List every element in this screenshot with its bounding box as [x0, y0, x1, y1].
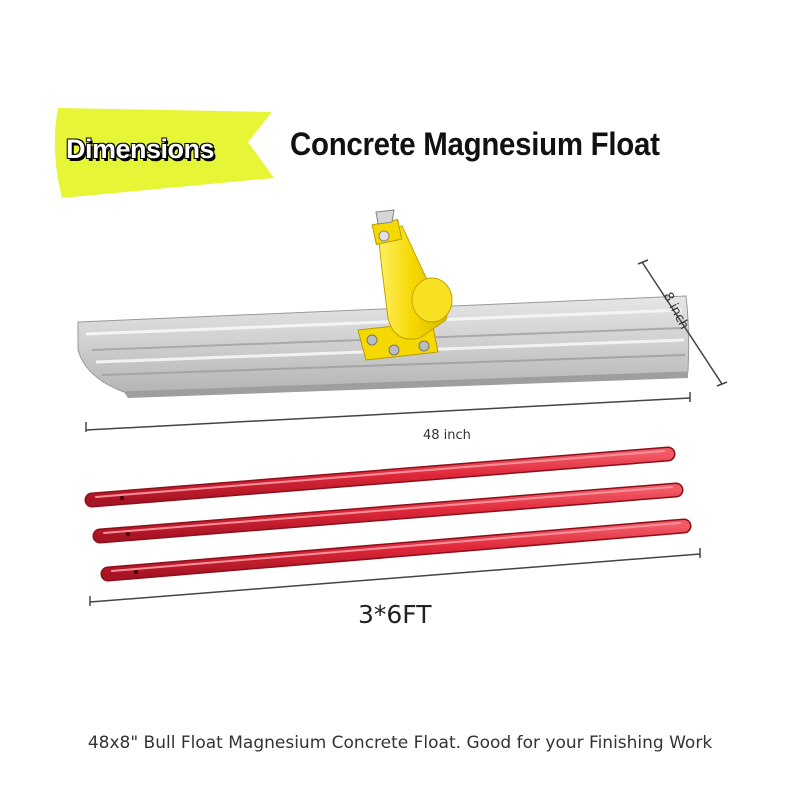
handle-pole [100, 518, 692, 582]
handle-pole [92, 482, 684, 544]
badge-banner [54, 108, 274, 198]
dimensions-badge-label: Dimensions [65, 133, 215, 165]
float-bracket [357, 209, 453, 361]
handle-dimension-line [89, 548, 701, 606]
product-heading: Concrete Magnesium Float [290, 126, 660, 162]
handle-pole [84, 446, 676, 508]
depth-dimension-line [637, 259, 728, 387]
width-label: 48 inch [423, 428, 471, 443]
handle-poles [84, 446, 692, 582]
product-caption: 48x8" Bull Float Magnesium Concrete Floa… [87, 733, 713, 753]
handle-length-label: 3*6FT [358, 600, 432, 629]
width-dimension-line [85, 392, 691, 432]
